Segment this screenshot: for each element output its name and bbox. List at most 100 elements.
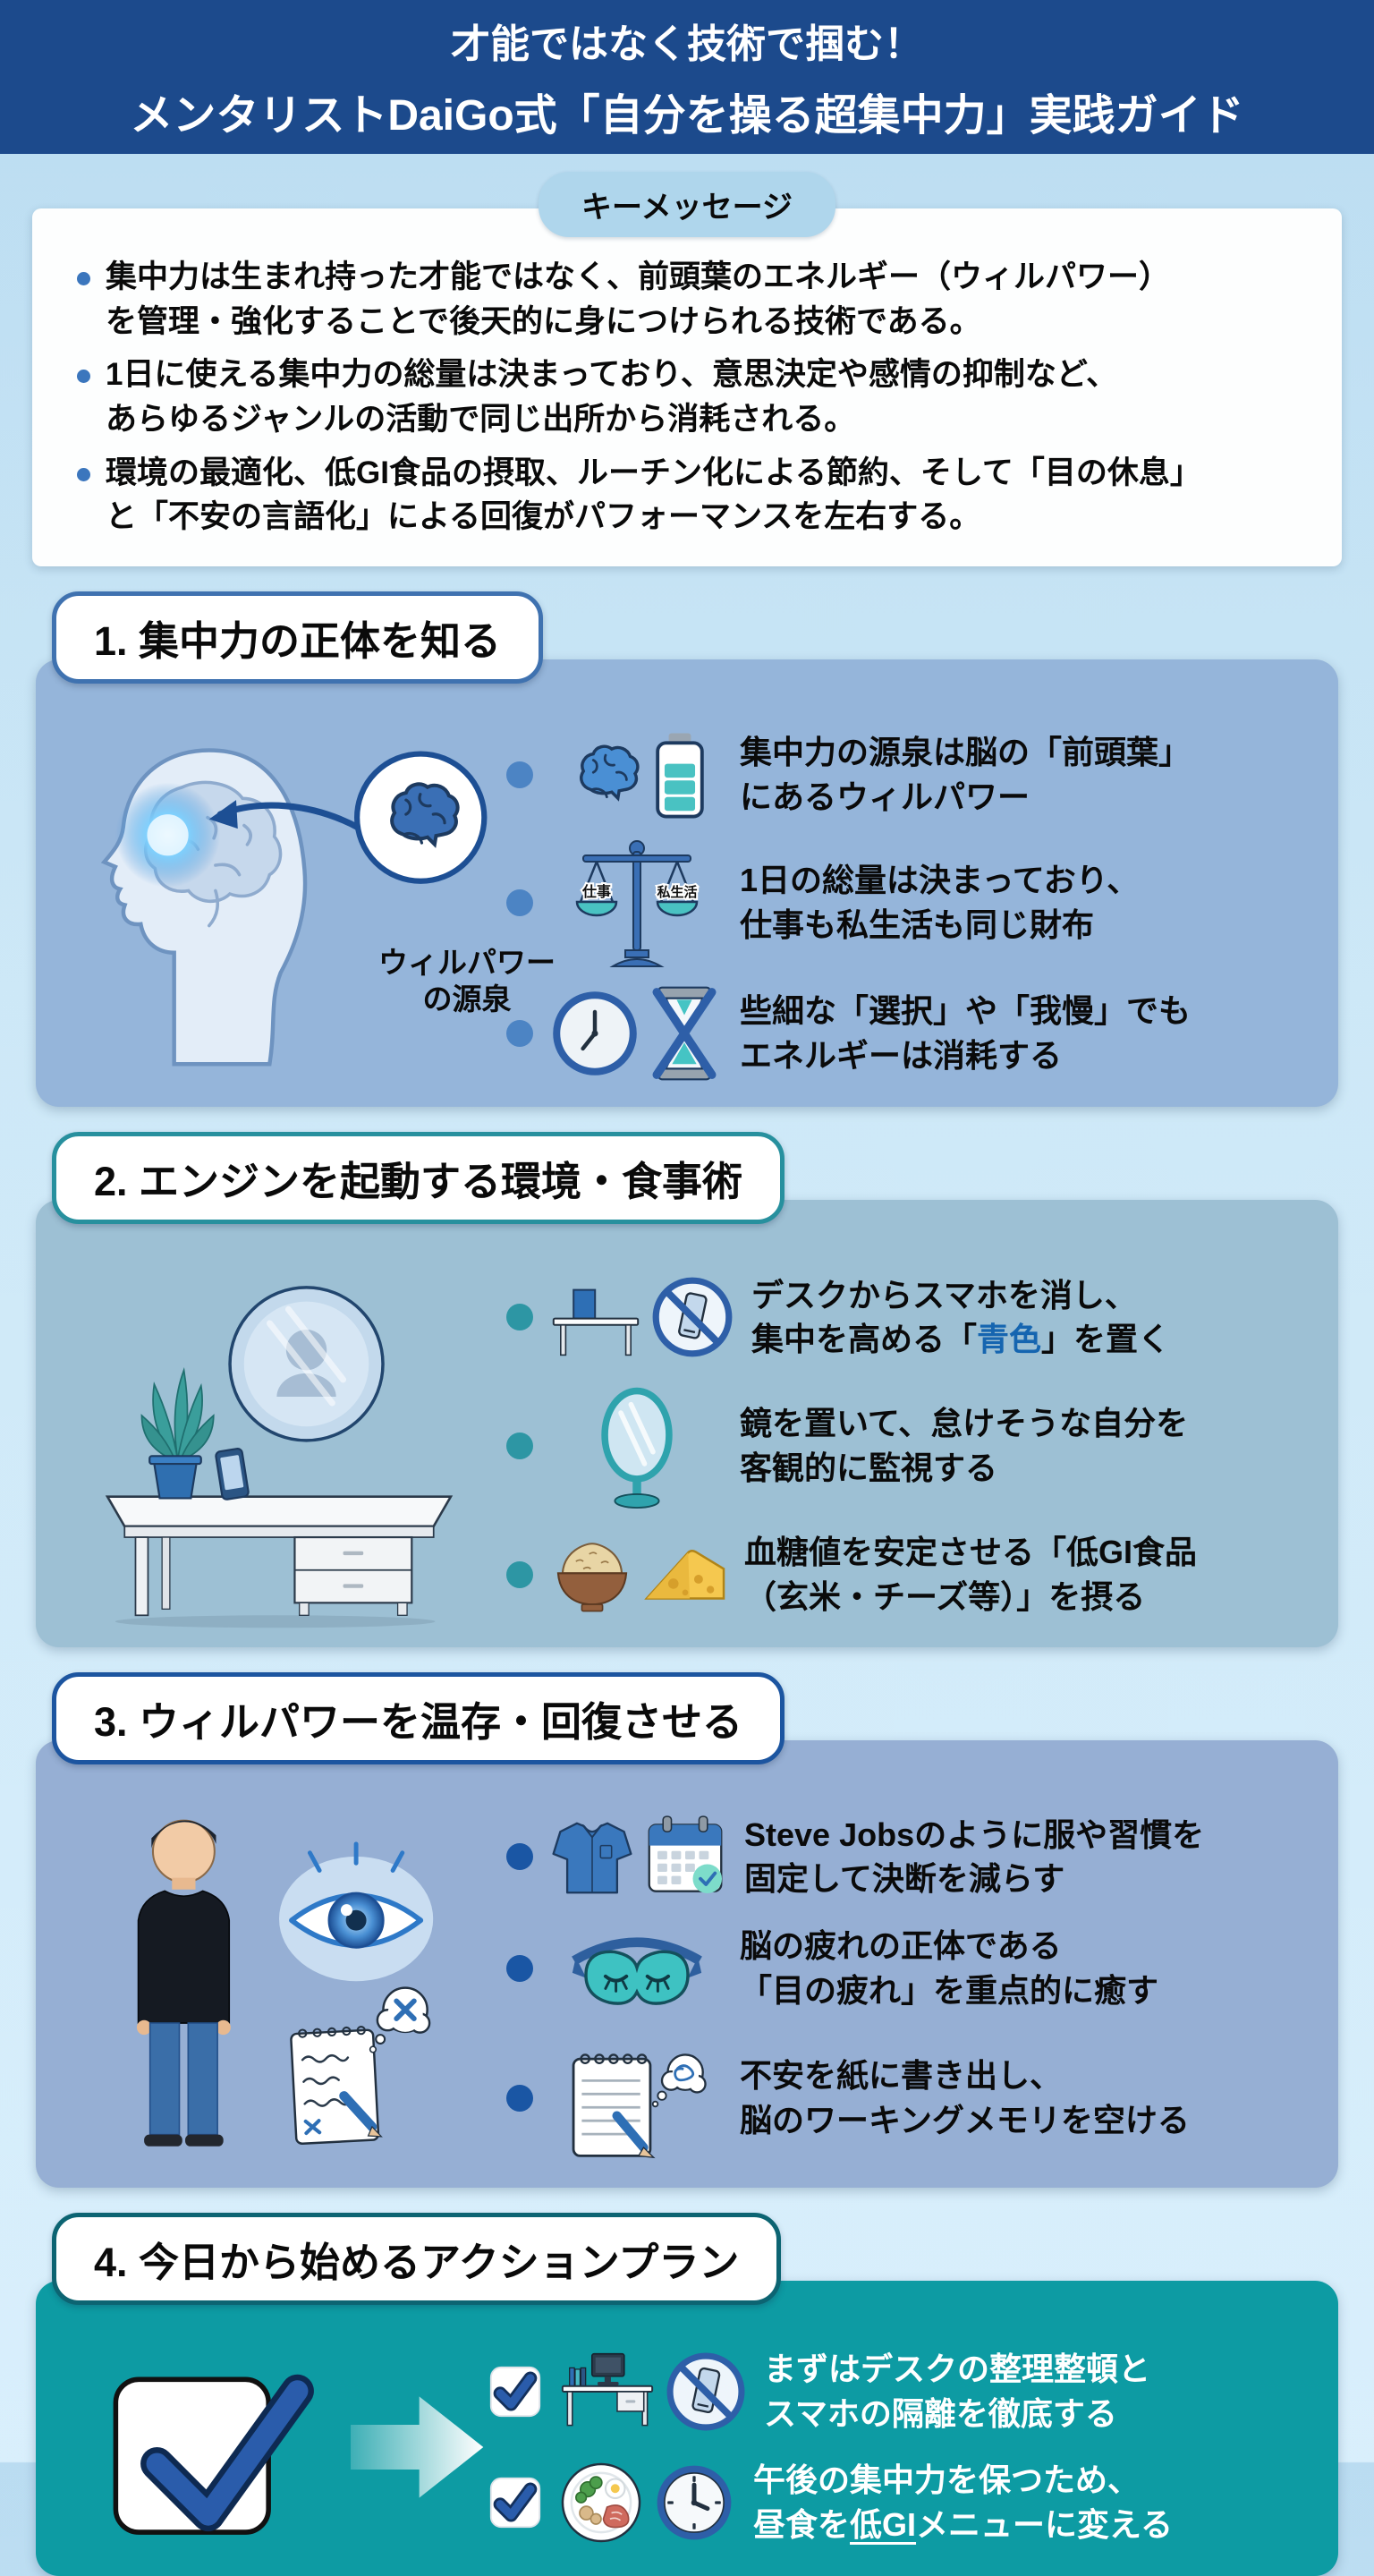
item-line: 集中を高める「: [751, 1321, 978, 1358]
notepad-icon: [572, 2053, 707, 2158]
bullet-line: あらゆるジャンルの活動で同じ出所から消耗される。: [106, 402, 856, 438]
list-item: 脳の疲れの正体である 「目の疲れ」を重点的に癒す: [506, 1920, 1313, 2017]
no-phone-icon: [666, 2352, 745, 2431]
big-checkbox-icon: [113, 2374, 314, 2535]
item-line: メニューに変える: [916, 2506, 1173, 2544]
rice-bowl-icon: [556, 1543, 628, 1612]
bullet-dot: [506, 1560, 533, 1588]
scale-left-label: 仕事: [581, 883, 610, 900]
item-line: 脳の疲れの正体である: [740, 1927, 1062, 1965]
section-3-panel: Steve Jobsのように服や習慣を 固定して決断を減らす: [36, 1740, 1338, 2189]
mirror-icon: [600, 1387, 673, 1509]
willpower-source-label: ウィルパワー の源泉: [377, 944, 556, 1018]
list-item: まずはデスクの整理整頓と スマホの隔離を徹底する: [488, 2347, 1313, 2436]
balance-scale-icon: 仕事 私生活: [575, 840, 699, 968]
section-3-items: Steve Jobsのように服や習慣を 固定して決断を減らす: [503, 1803, 1313, 2170]
x-thought-bubble: [369, 1986, 431, 2053]
head-profile-illustration: [100, 748, 488, 1067]
section-2: 2. エンジンを起動する環境・食事術: [36, 1132, 1338, 1648]
list-item: 不安を紙に書き出し、 脳のワーキングメモリを空ける: [506, 2036, 1313, 2161]
sleep-mask-icon: [571, 1937, 702, 2005]
item-text: 脳の疲れの正体である 「目の疲れ」を重点的に癒す: [740, 1924, 1158, 2012]
item-text: 些細な「選択」や「我慢」でも エネルギーは消耗する: [740, 989, 1191, 1077]
bullet-line: 集中力は生まれ持った才能ではなく、前頭葉のエネルギー（ウィルパワー）: [106, 259, 1171, 294]
section-4-panel: まずはデスクの整理整頓と スマホの隔離を徹底する: [36, 2281, 1338, 2576]
item-line: Steve Jobsのように服や習慣を: [744, 1815, 1205, 1853]
list-item: デスクからスマホを消し、 集中を高める「青色」を置く: [506, 1273, 1313, 1362]
bullet-line: 環境の最適化、低GI食品の摂取、ルーチン化による節約、そして「目の休息」: [106, 455, 1201, 490]
list-item: 仕事 私生活 1日の総量は決まっており、 仕事も私生活も同じ財布: [506, 836, 1313, 970]
list-item: Steve Jobsのように服や習慣を 固定して決断を減らす: [506, 1813, 1313, 1901]
item-line: エネルギーは消耗する: [740, 1037, 1063, 1075]
item-line: 血糖値を安定させる「低GI食品: [744, 1534, 1198, 1571]
item-text: 午後の集中力を保つため、 昼食を低GIメニューに変える: [753, 2458, 1173, 2546]
hourglass-icon: [652, 986, 716, 1081]
section-1: 1. 集中力の正体を知る: [36, 591, 1338, 1108]
item-text: 鏡を置いて、怠けそうな自分を 客観的に監視する: [740, 1401, 1188, 1490]
item-text: 不安を紙に書き出し、 脳のワーキングメモリを空ける: [740, 2053, 1190, 2142]
section-4-items: まずはデスクの整理整頓と スマホの隔離を徹底する: [485, 2336, 1313, 2558]
item-text: 集中力の源泉は脳の「前頭葉」 にあるウィルパワー: [740, 730, 1191, 819]
item-text: 1日の総量は決まっており、 仕事も私生活も同じ財布: [740, 858, 1139, 947]
item-line: デスクからスマホを消し、: [751, 1276, 1137, 1314]
item-line: 」を置く: [1041, 1321, 1171, 1358]
item-line: 1日の総量は決まっており、: [740, 862, 1140, 899]
bullet-line: を管理・強化することで後天的に身につけられる技術である。: [106, 303, 981, 339]
bullet-line: と「不安の言語化」による回復がパフォーマンスを左右する。: [106, 499, 981, 535]
person-eye-notepad-illustration: [136, 1819, 434, 2147]
item-line: 脳のワーキングメモリを空ける: [740, 2101, 1190, 2138]
smartphone-icon: [215, 1448, 250, 1501]
checkbox-icon: [489, 2367, 541, 2418]
bullet-dot: [506, 1433, 533, 1460]
item-text: まずはデスクの整理整頓と スマホの隔離を徹底する: [764, 2347, 1150, 2436]
key-message-bullet: 1日に使える集中力の総量は決まっており、意思決定や感情の抑制など、 あらゆるジャ…: [68, 353, 1306, 441]
item-line: 些細な「選択」や「我慢」でも: [740, 992, 1192, 1030]
underlined-text: 低GI: [850, 2506, 917, 2544]
accent-text: 青色: [977, 1321, 1042, 1358]
page-title-line1: 才能ではなく技術で掴む！: [451, 22, 923, 66]
item-line: にあるウィルパワー: [740, 778, 1030, 816]
brain-icon: [579, 744, 640, 802]
calendar-icon: [648, 1815, 723, 1894]
section-2-illustration: [55, 1262, 503, 1629]
brain-icon: [390, 782, 460, 848]
item-line: まずはデスクの整理整頓と: [764, 2351, 1151, 2388]
item-line: スマホの隔離を徹底する: [764, 2395, 1117, 2433]
clock-icon: [657, 2465, 732, 2540]
item-text: 血糖値を安定させる「低GI食品 （玄米・チーズ等）」を摂る: [744, 1530, 1197, 1619]
shirt-icon: [552, 1822, 632, 1894]
key-message-bullet: 環境の最適化、低GI食品の摂取、ルーチン化による節約、そして「目の休息」 と「不…: [68, 451, 1306, 540]
item-line: 集中力の源泉は脳の「前頭葉」: [740, 734, 1192, 771]
scale-right-label: 私生活: [656, 884, 697, 900]
key-message-bullet: 集中力は生まれ持った才能ではなく、前頭葉のエネルギー（ウィルパワー） を管理・強…: [68, 255, 1306, 344]
battery-icon: [655, 733, 704, 819]
section-3-title: 3. ウィルパワーを温存・回復させる: [52, 1672, 785, 1765]
bullet-line: 1日に使える集中力の総量は決まっており、意思決定や感情の抑制など、: [106, 357, 1118, 393]
list-item: 集中力の源泉は脳の「前頭葉」 にあるウィルパワー: [506, 730, 1313, 820]
list-item: 鏡を置いて、怠けそうな自分を 客観的に監視する: [506, 1382, 1313, 1509]
callout-line: の源泉: [422, 982, 512, 1016]
cheese-icon: [644, 1549, 725, 1600]
header: 才能ではなく技術で掴む！ メンタリストDaiGo式「自分を操る超集中力」実践ガイ…: [0, 0, 1374, 154]
item-line: 昼食を: [753, 2506, 851, 2544]
key-message-section: キーメッセージ 集中力は生まれ持った才能ではなく、前頭葉のエネルギー（ウィルパワ…: [32, 172, 1342, 567]
section-3: 3. ウィルパワーを温存・回復させる: [36, 1672, 1338, 2189]
section-2-title: 2. エンジンを起動する環境・食事術: [52, 1132, 785, 1225]
item-line: （玄米・チーズ等）」を摂る: [744, 1577, 1146, 1615]
list-item: 血糖値を安定させる「低GI食品 （玄米・チーズ等）」を摂る: [506, 1530, 1313, 1619]
page-title-line2: メンタリストDaiGo式「自分を操る超集中力」実践ガイド: [130, 92, 1244, 140]
key-message-box: 集中力は生まれ持った才能ではなく、前頭葉のエネルギー（ウィルパワー） を管理・強…: [32, 208, 1342, 567]
arrow-right-icon: [351, 2396, 484, 2498]
item-line: 午後の集中力を保つため、: [753, 2461, 1141, 2499]
clock-icon: [552, 991, 637, 1075]
section-4: 4. 今日から始めるアクションプラン: [36, 2213, 1338, 2576]
section-2-panel: デスクからスマホを消し、 集中を高める「青色」を置く 鏡を置いて、怠けそうな自分…: [36, 1200, 1338, 1648]
desk-icon: [552, 1288, 640, 1356]
item-line: 固定して決断を減らす: [744, 1860, 1065, 1898]
bullet-dot: [506, 1020, 533, 1048]
item-line: 鏡を置いて、怠けそうな自分を: [740, 1405, 1189, 1442]
scribble-notepad: [290, 2026, 383, 2146]
item-text: デスクからスマホを消し、 集中を高める「青色」を置く: [751, 1273, 1170, 1362]
callout-line: ウィルパワー: [378, 946, 556, 980]
thought-bubble-icon: [651, 2053, 707, 2107]
